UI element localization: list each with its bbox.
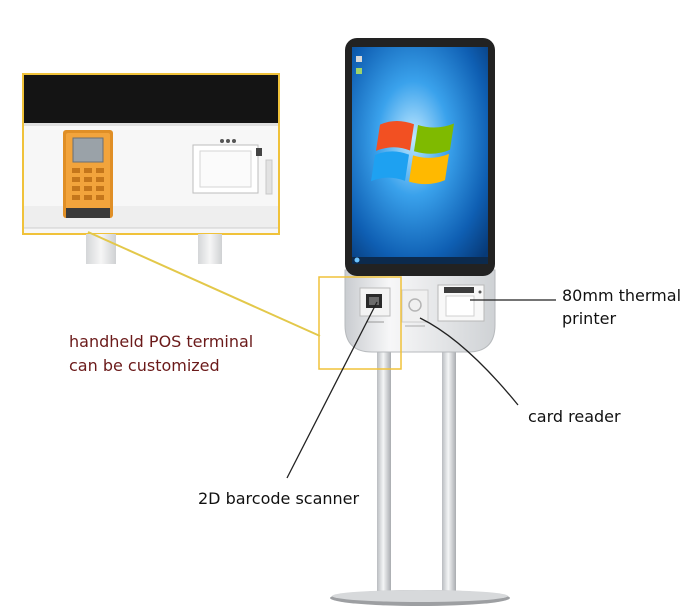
zoom-lower-edge xyxy=(24,206,278,228)
pos-terminal-label-line1: handheld POS terminal xyxy=(69,332,254,351)
kiosk xyxy=(330,38,510,606)
zoom-inset xyxy=(22,73,280,264)
zoom-callout-line xyxy=(87,231,321,337)
zoom-printer-icon xyxy=(192,139,273,195)
pos-highlight-box xyxy=(318,276,402,370)
pos-terminal-icon xyxy=(63,130,113,218)
barcode-scanner-label: 2D barcode scanner xyxy=(198,489,360,508)
card-reader-callout-line xyxy=(419,317,519,406)
scanner-callout-line xyxy=(286,301,378,479)
printer-label-line1: 80mm thermal xyxy=(562,286,682,305)
card-reader-label: card reader xyxy=(528,407,621,426)
desktop-icon xyxy=(356,68,362,74)
kiosk-pole-left xyxy=(377,342,391,598)
windows-logo-icon xyxy=(371,121,454,185)
pos-terminal-label-line2: can be customized xyxy=(69,356,220,375)
screen-taskbar xyxy=(352,257,488,264)
zoom-screen-edge xyxy=(24,75,278,123)
printer-label-line2: printer xyxy=(562,309,617,328)
kiosk-pole-right xyxy=(442,342,456,598)
thermal-printer-icon xyxy=(444,287,474,293)
zoom-pole-left xyxy=(86,234,116,264)
desktop-icon xyxy=(356,56,362,62)
card-reader-slot xyxy=(401,289,429,323)
card-reader-icon xyxy=(408,298,422,312)
zoom-pole-right xyxy=(198,234,222,264)
kiosk-screen xyxy=(352,47,488,264)
